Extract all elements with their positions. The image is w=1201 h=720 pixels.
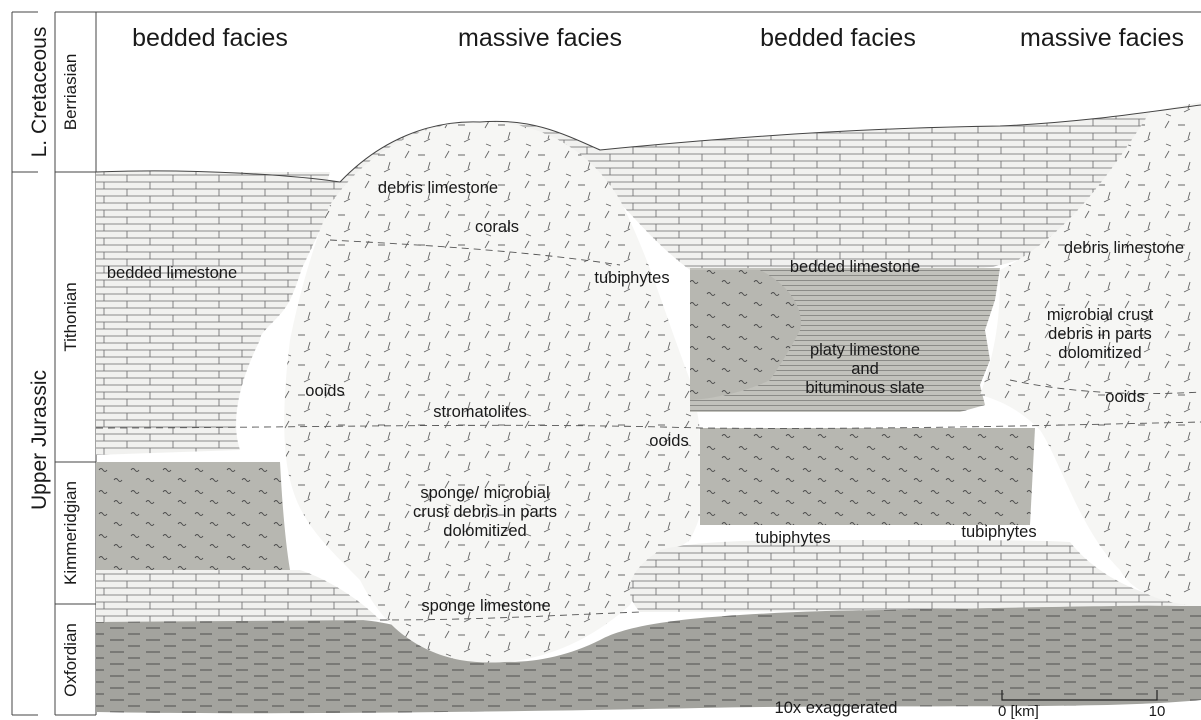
label-tubiphytes-2: tubiphytes [755, 529, 830, 547]
label-ooids-2: ooids [649, 432, 688, 450]
scale-zero-label: 0 [km] [998, 703, 1039, 720]
mid-marl [700, 428, 1035, 525]
label-platy-1: platy limestone [810, 341, 920, 359]
label-stromatolites: stromatolites [433, 403, 527, 421]
label-tubiphytes-3: tubiphytes [961, 523, 1036, 541]
oxfordian-shale [96, 605, 1201, 713]
label-ooids-1: ooids [305, 382, 344, 400]
facies-headers: bedded facies massive facies bedded faci… [132, 24, 1184, 52]
label-bedded-limestone-2: bedded limestone [790, 258, 920, 276]
scale-ten-label: 10 [1149, 703, 1166, 720]
label-sponge-limestone: sponge limestone [421, 597, 550, 615]
stage-berriasian: Berriasian [61, 54, 80, 131]
label-sponge-crust-2: crust debris in parts [413, 503, 557, 521]
label-microbial-crust-3: dolomitized [1058, 344, 1141, 362]
header-bedded-facies-1: bedded facies [132, 24, 288, 52]
period-l-cretaceous: L. Cretaceous [28, 27, 51, 158]
left-marl [96, 462, 290, 570]
header-bedded-facies-2: bedded facies [760, 24, 916, 52]
stage-tithonian: Tithonian [61, 282, 80, 351]
label-debris-limestone-1: debris limestone [378, 179, 498, 197]
stage-kimmeridgian: Kimmeridgian [61, 481, 80, 585]
label-platy-2: and [851, 360, 879, 378]
label-microbial-crust-2: debris in parts [1048, 325, 1152, 343]
label-sponge-crust-1: sponge/ microbial [420, 484, 549, 502]
label-microbial-crust-1: microbial crust [1047, 306, 1154, 324]
label-sponge-crust-3: dolomitized [443, 522, 526, 540]
header-massive-facies-2: massive facies [1020, 24, 1184, 52]
label-tubiphytes-1: tubiphytes [594, 269, 669, 287]
period-upper-jurassic: Upper Jurassic [28, 370, 51, 510]
label-platy-3: bituminous slate [805, 379, 924, 397]
cross-section-body [96, 102, 1201, 713]
exaggeration-note: 10x exaggerated [775, 699, 898, 717]
header-massive-facies-1: massive facies [458, 24, 622, 52]
label-ooids-3: ooids [1105, 388, 1144, 406]
label-bedded-limestone-1: bedded limestone [107, 264, 237, 282]
left-lower-bedded [96, 570, 380, 622]
label-debris-limestone-2: debris limestone [1064, 239, 1184, 257]
label-corals: corals [475, 218, 519, 236]
stage-oxfordian: Oxfordian [61, 623, 80, 697]
